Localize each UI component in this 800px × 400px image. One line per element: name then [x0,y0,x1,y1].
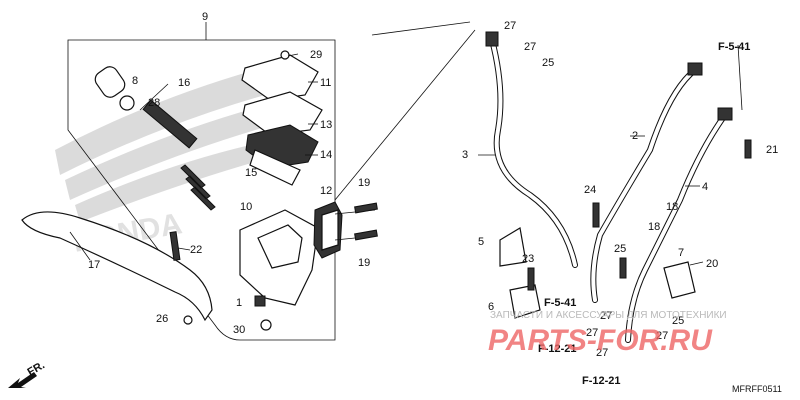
callout-2: 2 [632,130,638,142]
ref-top-right: F-5-41 [718,41,750,53]
piston-16 [142,99,198,149]
callout-17: 17 [88,259,100,271]
callout-13: 13 [320,119,332,131]
callout-28: 28 [148,97,160,109]
float-plate [249,149,301,186]
callout-27a: 27 [504,20,516,32]
honda-wing-watermark: HONDA [55,70,265,259]
bracket-6 [509,284,541,319]
watermark-site: PARTS-FOR.RU [488,324,713,357]
circlip-28 [119,95,135,111]
screw-30 [260,319,272,331]
bolt-24 [592,202,600,228]
cap-plate [242,91,323,136]
callout-16: 16 [178,77,190,89]
callout-25c: 25 [672,315,684,327]
callout-11: 11 [320,77,331,89]
pivot-bolt-22 [169,231,181,261]
callout-27b: 27 [524,41,536,53]
bolt-21 [744,139,752,159]
callout-26: 26 [156,313,168,325]
direction-label: FR. [26,359,47,378]
piston-kit [94,66,216,211]
callout-5: 5 [478,236,484,248]
callout-27c: 27 [600,310,612,322]
callout-25a: 25 [542,57,554,69]
bracket-5 [499,227,527,267]
bolt-25a [619,257,627,279]
ref-bottom-left: F-12-21 [538,343,577,355]
spring [180,164,216,211]
callout-9: 9 [202,11,208,23]
callout-18b: 18 [648,221,660,233]
callout-27d: 27 [586,327,598,339]
clamp-7 [663,261,696,299]
callout-4: 4 [702,181,708,193]
callout-24: 24 [584,184,596,196]
bolt-19b [354,229,378,241]
callout-6: 6 [488,301,494,313]
callout-23: 23 [522,253,534,265]
callout-18a: 18 [666,201,678,213]
callout-21: 21 [766,144,778,156]
callout-25b: 25 [614,243,626,255]
screw-29 [280,50,290,60]
callout-19b: 19 [358,257,370,269]
reservoir-cavity [257,224,303,269]
nut-26 [183,315,193,325]
callout-1: 1 [236,297,242,309]
front-direction-arrow: FR. [8,359,47,388]
boot-8 [94,66,126,98]
callout-15: 15 [245,167,257,179]
callout-10: 10 [240,201,252,213]
callout-27e: 27 [596,347,608,359]
holder-clamp [313,201,343,259]
callout-numbers: 9 29 11 13 14 15 10 12 19 19 8 16 28 22 … [88,11,778,359]
callout-14: 14 [320,149,332,161]
callout-12: 12 [320,185,332,197]
callout-30: 30 [233,324,245,336]
master-cylinder-body [239,50,319,331]
callout-7: 7 [678,247,684,259]
brake-lever [21,211,213,322]
callout-8: 8 [132,75,138,87]
assembly-frame [67,39,336,341]
banjo-fitting-2 [687,62,703,76]
callout-19a: 19 [358,177,370,189]
watermark-tagline: ЗАПЧАСТИ И АКСЕССУАРЫ ДЛЯ МОТОТЕХНИКИ [490,310,727,321]
bolt-23 [527,267,535,291]
reservoir-cap [241,54,319,101]
callout-22: 22 [190,244,202,256]
hose-4 [625,112,728,343]
ref-center: F-5-41 [544,297,576,309]
banjo-fitting-4 [717,107,733,121]
callout-29: 29 [310,49,322,61]
bolt-19a [354,202,378,214]
callout-3: 3 [462,149,468,161]
ref-bottom-center: F-12-21 [582,375,621,387]
callout-20: 20 [706,258,718,270]
leader-lines [69,21,743,266]
callout-27f: 27 [656,330,668,342]
banjo-fitting-top [485,31,499,47]
reservoir-cap-stack [241,54,323,186]
switch-block [254,295,266,307]
diagram-code: MFRFF0511 [732,384,782,394]
